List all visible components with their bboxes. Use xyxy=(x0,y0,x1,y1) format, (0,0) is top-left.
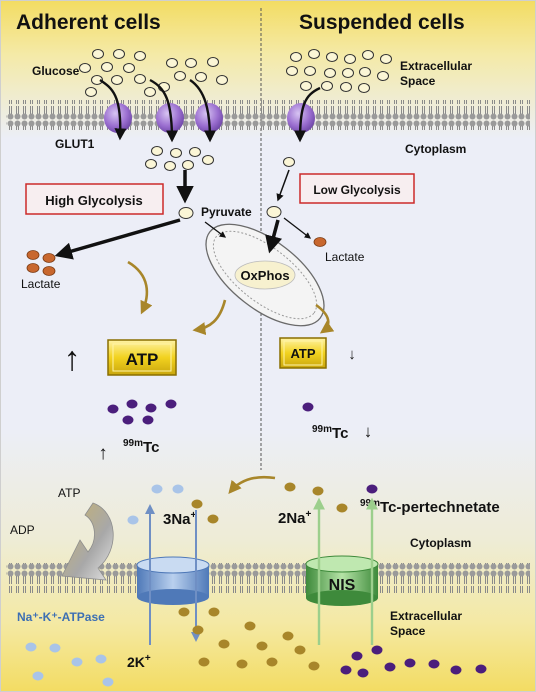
label-lactate-left: Lactate xyxy=(21,277,61,291)
tc-right-text: Tc xyxy=(332,425,348,442)
tc-left-superscript: 99m xyxy=(123,438,143,449)
label-glut1: GLUT1 xyxy=(55,137,95,151)
glut1-transporter xyxy=(104,103,132,133)
tc-dots-extracellular xyxy=(340,645,487,678)
glucose-dots-cytoplasm-left xyxy=(145,146,214,171)
tc-dots-left xyxy=(107,399,177,425)
pyruvate-dot-left xyxy=(178,207,194,219)
glucose-dots-extracellular-left xyxy=(79,49,228,97)
label-2k: 2K+ xyxy=(127,653,151,670)
label-extracellular-top: Extracellular Space xyxy=(400,59,475,88)
lactate-dot-right xyxy=(313,237,327,247)
atp-box-left xyxy=(107,339,177,376)
k2-plus: + xyxy=(145,653,151,664)
k-dots-cytoplasm xyxy=(127,484,184,525)
label-atp-right: ATP xyxy=(290,346,315,361)
oxphos-to-atp-left xyxy=(192,299,227,336)
atp-to-adp-arrow xyxy=(61,502,114,581)
label-atp-left: ATP xyxy=(126,350,159,369)
label-high-glycolysis: High Glycolysis xyxy=(45,193,143,208)
label-tc-pertechnetate: 99mTc-pertechnetate xyxy=(360,498,500,516)
extracellular-bottom-line2: Space xyxy=(390,624,426,638)
oxphos-to-atp-right xyxy=(315,303,335,334)
glucose-dot-cytoplasm-right xyxy=(283,157,295,167)
na3-text: 3Na xyxy=(163,511,191,528)
label-na-k-atpase: Na⁺-K⁺-ATPase xyxy=(17,610,105,624)
label-adp: ADP xyxy=(10,523,35,537)
label-cytoplasm-top: Cytoplasm xyxy=(405,142,466,156)
label-lactate-right: Lactate xyxy=(325,250,365,264)
pyruvate-to-lactate-left xyxy=(54,218,181,260)
label-low-glycolysis: Low Glycolysis xyxy=(313,183,401,197)
pyruvate-to-mito-right xyxy=(265,219,283,254)
label-glucose: Glucose xyxy=(32,64,80,78)
glucose-dots-extracellular-right xyxy=(286,49,392,93)
tc-up-arrow-left: ↑ xyxy=(98,443,108,464)
na3-plus: + xyxy=(191,510,197,521)
na-flow-arrow xyxy=(228,475,276,494)
label-3na: 3Na+ xyxy=(163,510,197,528)
atp-down-arrow-right: ↓ xyxy=(348,346,356,363)
na-dots-extracellular xyxy=(178,607,320,671)
extracellular-top-line2: Space xyxy=(400,74,436,88)
extracellular-top-line1: Extracellular xyxy=(400,59,472,73)
label-tc-right: 99mTc xyxy=(312,424,348,442)
pyruvate-dot-right xyxy=(266,206,282,218)
high-glycolysis-box xyxy=(25,183,164,215)
low-glycolysis-box xyxy=(299,173,415,204)
na-k-atpase-pump xyxy=(136,556,210,605)
na2-text: 2Na xyxy=(278,510,306,527)
k2-text: 2K xyxy=(127,654,145,670)
label-oxphos: OxPhos xyxy=(240,268,289,283)
label-cytoplasm-bottom: Cytoplasm xyxy=(410,536,471,550)
extracellular-bottom-line1: Extracellular xyxy=(390,609,462,623)
lactate-dots-left xyxy=(26,250,56,276)
label-extracellular-bottom: Extracellular Space xyxy=(390,609,465,638)
label-2na: 2Na+ xyxy=(278,509,312,527)
pyruvate-to-mito-left xyxy=(204,221,227,238)
tc-left-text: Tc xyxy=(143,439,159,456)
na2-plus: + xyxy=(306,509,312,520)
header-adherent: Adherent cells xyxy=(16,11,161,34)
glycolysis-arrow-right xyxy=(276,169,290,202)
atp-up-arrow-left: ↑ xyxy=(64,340,81,378)
pyruvate-to-lactate-right xyxy=(283,217,312,239)
label-atp-pump: ATP xyxy=(58,486,80,500)
tc-down-arrow-right: ↓ xyxy=(364,422,373,441)
k-dots-extracellular xyxy=(25,642,114,687)
label-tc-left: 99mTc xyxy=(123,438,159,456)
glucose-import-arrows xyxy=(99,78,321,143)
glycolysis-to-atp-left xyxy=(127,260,153,315)
tc-right-superscript: 99m xyxy=(312,424,332,435)
header-suspended: Suspended cells xyxy=(299,11,465,34)
tc-pertechnetate-dot xyxy=(366,484,378,494)
tc-pert-text: Tc-pertechnetate xyxy=(380,499,500,516)
na-dots-cytoplasm xyxy=(191,482,348,524)
tc-pert-superscript: 99m xyxy=(360,498,380,509)
tc-dot-right xyxy=(302,402,314,412)
label-nis: NIS xyxy=(329,577,356,594)
atp-box-right xyxy=(279,337,327,369)
top-membrane xyxy=(6,100,530,130)
label-pyruvate: Pyruvate xyxy=(201,205,252,219)
mitochondrion xyxy=(205,223,325,327)
